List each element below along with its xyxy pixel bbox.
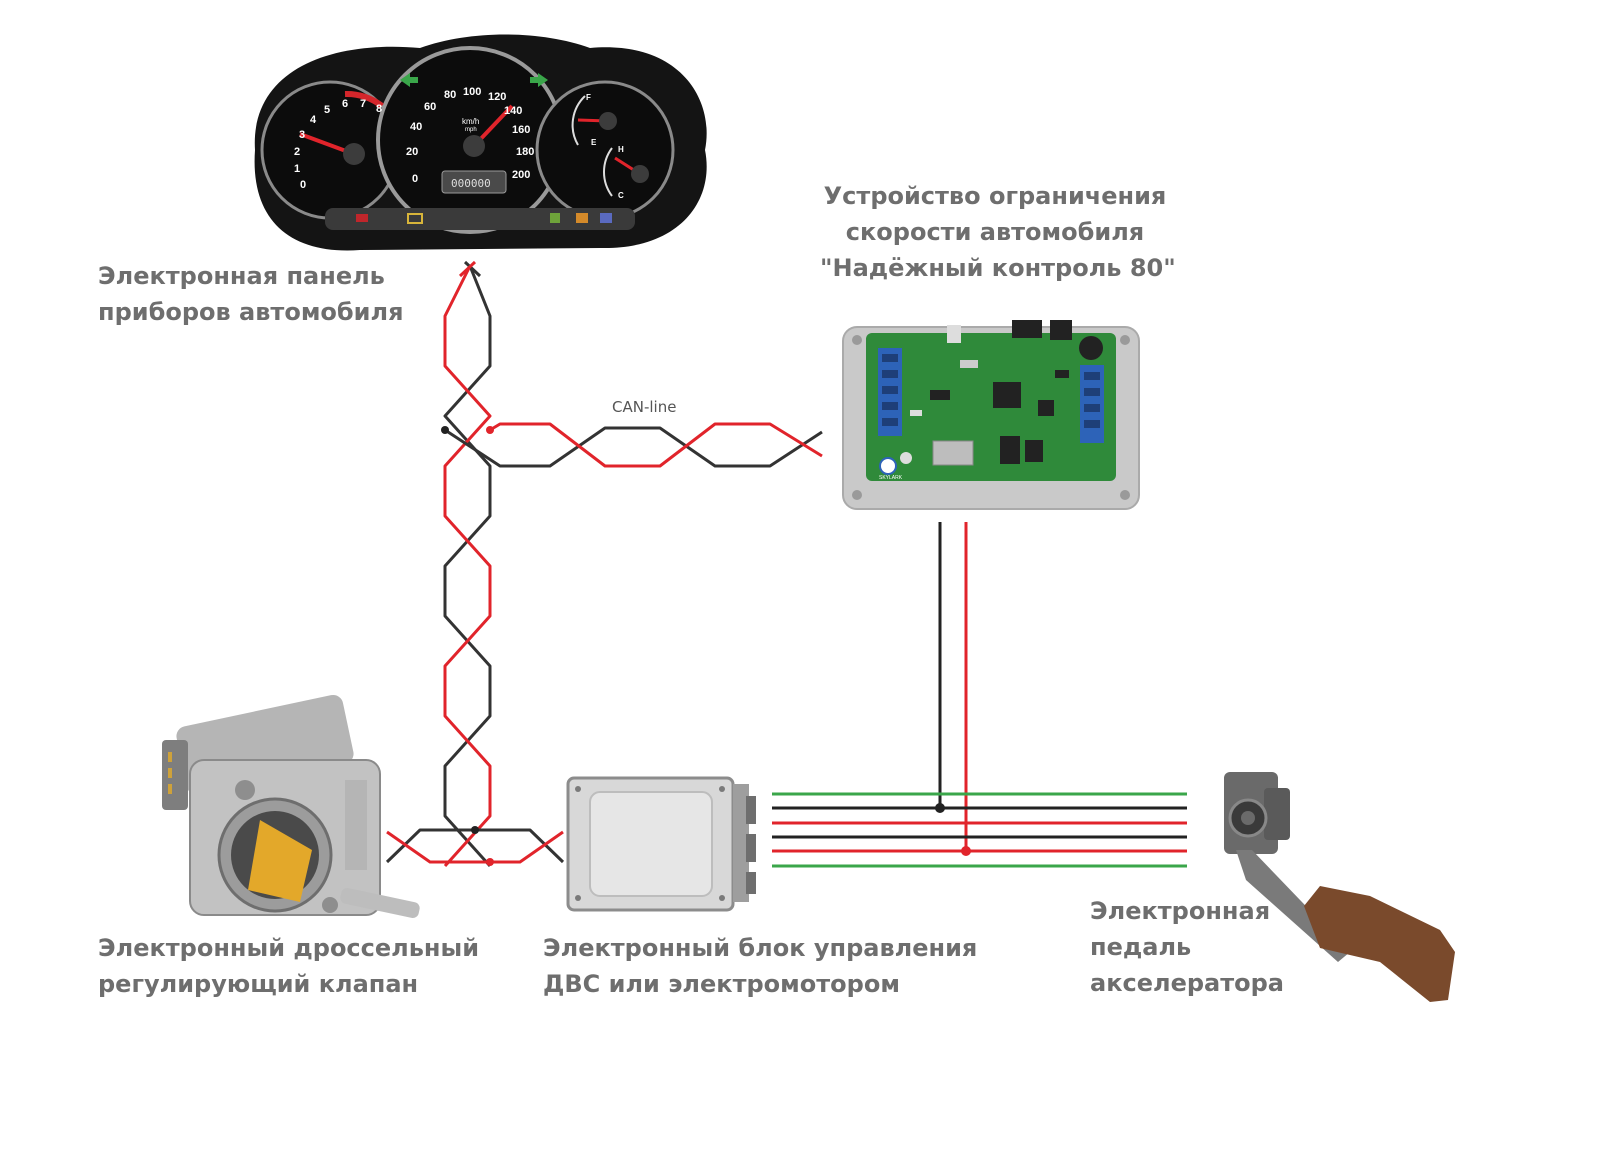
odometer: 000000 (451, 177, 491, 190)
speedo-number: 200 (512, 169, 530, 181)
throttle-label-line: регулирующий клапан (98, 970, 419, 998)
speed-limiter-device: SKYLARK (842, 320, 1140, 510)
device-label-line: Устройство ограничения (823, 182, 1167, 210)
accelerator-pedal (1224, 772, 1455, 1002)
tach-number: 7 (360, 98, 366, 110)
speedo-number: 120 (488, 91, 506, 103)
speedo-number: 180 (516, 146, 534, 158)
tach-number: 8 (376, 103, 382, 115)
device-label: Устройство ограничения скорости автомоби… (820, 178, 1176, 286)
speedo-number: 40 (410, 121, 422, 133)
fuel-mark: F (586, 93, 591, 102)
throttle-label-line: Электронный дроссельный (98, 934, 480, 962)
tach-number: 5 (324, 104, 330, 116)
ecu-label-line: Электронный блок управления (543, 934, 978, 962)
dashboard-label-line: приборов автомобиля (98, 298, 404, 326)
speedo-number: 0 (412, 173, 418, 185)
speedo-number: 20 (406, 146, 418, 158)
throttle-label: Электронный дроссельный регулирующий кла… (98, 930, 479, 1002)
pedal-harness (772, 792, 1187, 868)
ecu-label: Электронный блок управления ДВС или элек… (543, 930, 977, 1002)
tach-number: 0 (300, 179, 306, 191)
pedal-label: Электронная педаль акселератора (1090, 893, 1284, 1001)
device-label-line: "Надёжный контроль 80" (820, 254, 1176, 282)
tach-number: 2 (294, 146, 300, 158)
pedal-label-line: педаль (1090, 933, 1192, 961)
pedal-label-line: Электронная (1090, 897, 1271, 925)
board-brand: SKYLARK (879, 475, 903, 481)
can-line-label: CAN-line (612, 398, 677, 416)
speedo-unit: mph (465, 127, 477, 133)
speedo-number: 160 (512, 124, 530, 136)
tach-number: 4 (310, 114, 317, 126)
dashboard-label: Электронная панель приборов автомобиля (98, 258, 403, 330)
temp-mark: H (618, 145, 624, 154)
fuel-mark: E (591, 138, 597, 147)
device-label-line: скорости автомобиля (845, 218, 1145, 246)
ecu-label-line: ДВС или электромотором (543, 970, 900, 998)
speedo-number: 80 (444, 89, 456, 101)
throttle-body (162, 694, 420, 919)
ecu-unit (566, 776, 756, 912)
speedo-number: 140 (504, 105, 522, 117)
speedo-number: 100 (463, 86, 481, 98)
instrument-cluster: 0 1 2 3 4 5 6 7 8 0 20 40 60 80 100 120 … (254, 34, 707, 251)
can-bus-vertical (443, 260, 492, 868)
tach-number: 6 (342, 98, 348, 110)
tach-number: 1 (294, 163, 300, 175)
pedal-label-line: акселератора (1090, 969, 1284, 997)
can-bus-horizontal (444, 422, 823, 468)
tach-number: 3 (299, 129, 305, 141)
temp-mark: C (618, 191, 624, 200)
speedo-unit: km/h (462, 117, 479, 126)
speedo-number: 60 (424, 101, 436, 113)
dashboard-label-line: Электронная панель (98, 262, 385, 290)
